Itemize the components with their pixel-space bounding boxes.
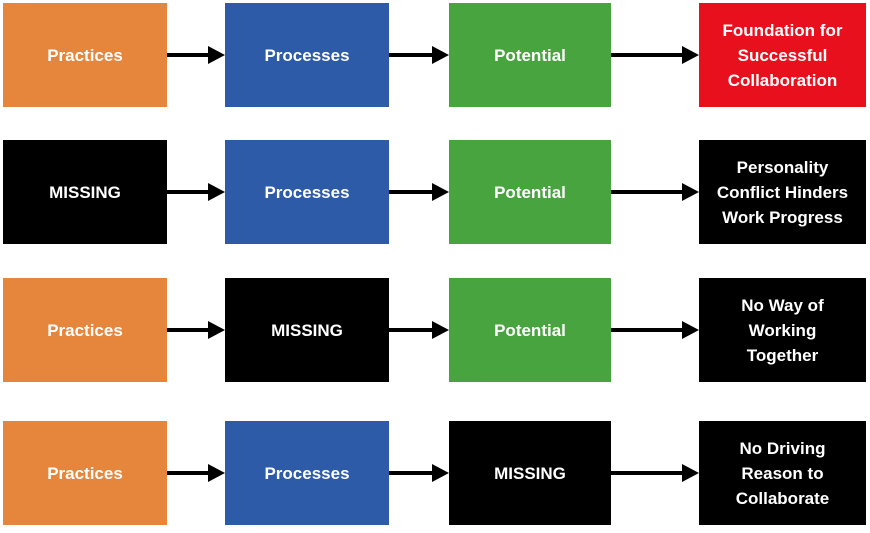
arrow-line [167,328,208,332]
arrow-line [389,190,432,194]
r1-arrow-2-right-arrow-icon [389,3,449,107]
r4-arrow-3-right-arrow-icon [611,421,699,525]
arrow-head-icon [208,183,225,201]
r3-box-missing: MISSING [225,278,389,382]
arrow-head-icon [682,183,699,201]
flow-row-1: Practices Processes Potential Foundation… [3,3,866,107]
r4-box-missing-label: MISSING [494,463,566,483]
r1-arrow-1-right-arrow-icon [167,3,225,107]
arrow-head-icon [682,321,699,339]
r2-box-processes: Processes [225,140,389,244]
r2-arrow-3-right-arrow-icon [611,140,699,244]
r4-box-outcome: No Driving Reason to Collaborate [699,421,866,525]
flow-row-4: Practices Processes MISSING No Driving R… [3,421,866,525]
arrow-line [167,53,208,57]
r3-box-potential: Potential [449,278,611,382]
r3-box-practices-label: Practices [47,320,123,340]
r1-box-outcome-label: Foundation for Successful Collaboration [722,20,843,90]
r1-arrow-3-right-arrow-icon [611,3,699,107]
arrow-head-icon [432,464,449,482]
r4-arrow-2-right-arrow-icon [389,421,449,525]
arrow-head-icon [432,46,449,64]
r1-box-processes: Processes [225,3,389,107]
r2-box-outcome: Personality Conflict Hinders Work Progre… [699,140,866,244]
arrow-line [611,328,682,332]
arrow-line [389,328,432,332]
r2-box-processes-label: Processes [264,182,350,202]
arrow-line [389,471,432,475]
r4-box-processes-label: Processes [264,463,350,483]
r2-box-missing: MISSING [3,140,167,244]
r4-box-missing: MISSING [449,421,611,525]
arrow-head-icon [682,46,699,64]
r2-arrow-1-right-arrow-icon [167,140,225,244]
r4-arrow-1-right-arrow-icon [167,421,225,525]
arrow-line [611,53,682,57]
r3-box-outcome-label: No Way of Working Together [741,295,824,365]
r3-box-potential-label: Potential [494,320,566,340]
arrow-line [167,471,208,475]
r1-box-practices-label: Practices [47,45,123,65]
r3-box-practices: Practices [3,278,167,382]
r1-box-potential: Potential [449,3,611,107]
arrow-head-icon [208,321,225,339]
flow-row-3: Practices MISSING Potential No Way of Wo… [3,278,866,382]
r3-arrow-3-right-arrow-icon [611,278,699,382]
arrow-line [389,53,432,57]
r1-box-processes-label: Processes [264,45,350,65]
r2-box-potential: Potential [449,140,611,244]
arrow-line [167,190,208,194]
arrow-head-icon [682,464,699,482]
r3-arrow-2-right-arrow-icon [389,278,449,382]
arrow-head-icon [208,46,225,64]
r4-box-practices: Practices [3,421,167,525]
r2-arrow-2-right-arrow-icon [389,140,449,244]
arrow-head-icon [208,464,225,482]
r2-box-potential-label: Potential [494,182,566,202]
r2-box-outcome-label: Personality Conflict Hinders Work Progre… [716,157,849,227]
r3-box-outcome: No Way of Working Together [699,278,866,382]
arrow-line [611,471,682,475]
arrow-head-icon [432,183,449,201]
flow-row-2: MISSING Processes Potential Personality … [3,140,866,244]
r4-box-processes: Processes [225,421,389,525]
r4-box-practices-label: Practices [47,463,123,483]
r1-box-outcome: Foundation for Successful Collaboration [699,3,866,107]
r4-box-outcome-label: No Driving Reason to Collaborate [735,438,830,508]
r1-box-potential-label: Potential [494,45,566,65]
r1-box-practices: Practices [3,3,167,107]
arrow-line [611,190,682,194]
arrow-head-icon [432,321,449,339]
r3-box-missing-label: MISSING [271,320,343,340]
r3-arrow-1-right-arrow-icon [167,278,225,382]
r2-box-missing-label: MISSING [49,182,121,202]
